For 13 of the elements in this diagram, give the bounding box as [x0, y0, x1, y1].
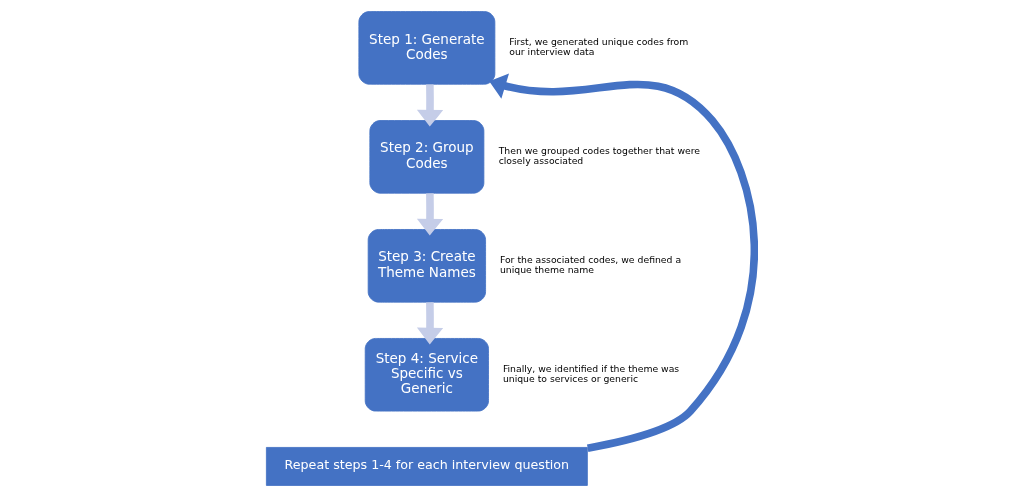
node-box: Step 1: Generate Codes: [358, 11, 496, 85]
node-label: Finally, we identified if the theme was unique to services or generic: [502, 363, 680, 385]
node-label: First, we generated unique codes from our interview data: [509, 36, 689, 58]
node-label: Then we grouped codes together that were closely associated: [498, 145, 701, 167]
node-box: Repeat steps 1-4 for each interview question: [265, 447, 588, 486]
node-label: For the associated codes, we defined a unique theme name: [499, 254, 682, 276]
arrow: [416, 84, 444, 127]
node-box: Step 3: Create Theme Names: [367, 229, 486, 303]
arrow: [416, 302, 444, 345]
node-box: Step 2: Group Codes: [369, 120, 485, 194]
arrow: [489, 73, 758, 452]
node-box: Step 4: Service Specific vs Generic: [364, 338, 489, 412]
arrow: [416, 193, 444, 236]
